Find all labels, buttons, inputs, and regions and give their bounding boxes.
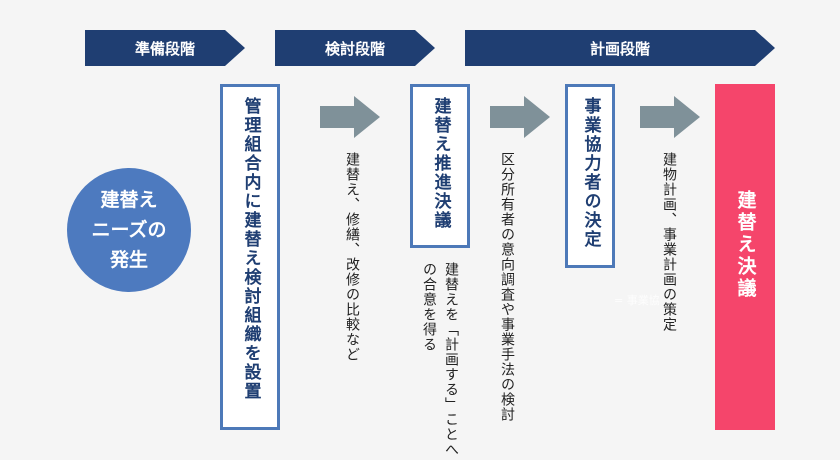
resolution-box: 建替え推進決議: [410, 84, 470, 248]
partner-label: 事業協力者の決定: [580, 97, 601, 249]
stage-planning: 計画段階: [465, 30, 775, 66]
trigger-line-1: 建替え: [100, 189, 158, 211]
trigger-line-2: ニーズの: [91, 219, 167, 241]
stage-review-label: 検討段階: [324, 39, 385, 58]
note-consent-line-2: ことへの合意を得る: [421, 262, 459, 457]
stage-planning-label: 計画段階: [589, 39, 650, 58]
note-compare-text: 建替え、修繕、改修の比較など: [344, 152, 360, 362]
note-consent-line-1: 建替えを「計画する」: [443, 262, 459, 412]
arrow-right-icon: [640, 96, 700, 138]
note-survey: 区分所有者の意向調査や事業手法の検討: [496, 152, 518, 422]
note-planning-text: 建物計画、事業計画の策定: [661, 152, 677, 332]
note-consent: 建替えを「計画する」ことへの合意を得る: [418, 262, 462, 460]
partner-box: 事業協力者の決定: [565, 84, 615, 268]
resolution-label: 建替え推進決議: [430, 97, 451, 230]
arrow-right-icon: [320, 96, 380, 138]
trigger-circle: 建替え ニーズの 発生: [67, 168, 191, 292]
arrow-right-icon: [490, 96, 550, 138]
committee-box: 管理組合内に建替え検討組織を設置: [220, 84, 280, 430]
note-compare: 建替え、修繕、改修の比較など: [341, 152, 363, 362]
final-resolution-box: 建替え決議: [715, 84, 775, 430]
note-survey-line-2: 事業手法の検討: [499, 317, 515, 422]
final-resolution-label: 建替え決議: [734, 190, 757, 300]
committee-label: 管理組合内に建替え検討組織を設置: [240, 97, 261, 401]
stage-preparation: 準備段階: [85, 30, 245, 66]
trigger-line-3: 発生: [109, 249, 148, 271]
stage-review: 検討段階: [275, 30, 435, 66]
note-survey-line-1: 区分所有者の意向調査や: [499, 152, 515, 317]
note-planning: 建物計画、事業計画の策定: [658, 152, 680, 332]
watermark: = 事業協: [614, 294, 660, 307]
stage-preparation-label: 準備段階: [134, 39, 195, 58]
